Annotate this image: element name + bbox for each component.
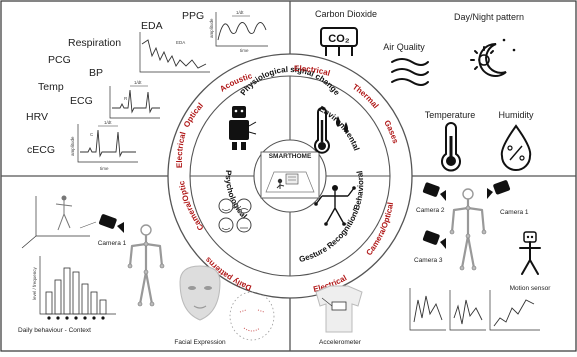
- video-camera-icon: [422, 182, 446, 201]
- label-temperature: Temperature: [425, 110, 476, 120]
- svg-text:amplitude: amplitude: [209, 18, 214, 38]
- cecg-waveform: 1/dt C time amplitude: [70, 120, 138, 171]
- thermometer-icon: [314, 107, 330, 154]
- signal-label-bp: BP: [89, 67, 103, 79]
- stick-figure-icon: [127, 224, 165, 307]
- water-drop-icon: [500, 124, 532, 171]
- eda-waveform: EDA: [139, 32, 210, 73]
- label-accelerometer: Accelerometer: [319, 339, 362, 346]
- behavioral-panel: Camera 2 Camera 1 Camera 3: [315, 180, 552, 346]
- signal-label-ecg: ECG: [70, 95, 93, 107]
- accelerometer-shirt-icon: [315, 285, 363, 333]
- signal-label-temp: Temp: [38, 81, 64, 93]
- face-landmarks-icon: [229, 291, 275, 341]
- svg-text:level / frequency: level / frequency: [32, 266, 37, 300]
- svg-text:1/dt: 1/dt: [134, 80, 142, 85]
- signal-label-cecg: cECG: [27, 144, 55, 156]
- emotion-face-icon: [218, 198, 252, 233]
- svg-text:amplitude: amplitude: [70, 136, 75, 156]
- label-motion-sensor: Motion sensor: [510, 285, 552, 292]
- label-camera-2: Camera 2: [416, 207, 445, 214]
- signal-label-eda: EDA: [141, 20, 163, 32]
- label-day-night: Day/Night pattern: [454, 12, 524, 22]
- label-facial-expression: Facial Expression: [174, 339, 226, 346]
- daily-behaviour-chart: level / frequency: [32, 256, 116, 320]
- svg-text:1/dt: 1/dt: [236, 10, 244, 15]
- signal-label-pcg: PCG: [48, 54, 71, 66]
- drops-icon: [336, 116, 348, 133]
- svg-text:time: time: [240, 48, 249, 53]
- motion-capture-plot: [21, 195, 97, 249]
- signal-label-ppg: PPG: [182, 10, 204, 22]
- label-air-quality: Air Quality: [383, 42, 425, 52]
- label-carbon-dioxide: Carbon Dioxide: [315, 9, 377, 19]
- ecg-waveform: 1/dt R: [109, 80, 160, 119]
- ppg-waveform: 1/dt time amplitude: [209, 10, 268, 53]
- label-camera-3: Camera 3: [414, 257, 443, 264]
- acceleration-plots: [409, 288, 540, 331]
- label-camera-1-bl: Camera 1: [98, 240, 127, 247]
- label-daily-behaviour: Daily behaviour - Context: [18, 327, 91, 334]
- co2-cloud-icon: CO₂: [320, 27, 358, 56]
- signal-label-respiration: Respiration: [68, 37, 121, 49]
- svg-text:time: time: [100, 166, 109, 171]
- center-title: SMARTHOME: [269, 153, 312, 160]
- signal-label-hrv: HRV: [26, 111, 48, 123]
- sun-moon-icon: [470, 38, 516, 77]
- psychological-panel: Camera 1 level / frequency: [18, 195, 275, 346]
- smarthome-center: SMARTHOME: [260, 151, 320, 199]
- robot-icon: [229, 106, 257, 150]
- svg-text:C: C: [90, 132, 94, 137]
- label-humidity: Humidity: [498, 110, 534, 120]
- thermometer-icon: [441, 122, 461, 172]
- svg-text:EDA: EDA: [176, 40, 185, 45]
- video-camera-icon: [487, 180, 511, 199]
- label-camera-1-br: Camera 1: [500, 209, 529, 216]
- stick-figure-icon: [449, 188, 487, 271]
- svg-text:R: R: [124, 96, 128, 101]
- svg-text:CO₂: CO₂: [328, 33, 350, 45]
- motion-sensor-icon: [519, 231, 541, 275]
- video-camera-icon: [422, 230, 446, 249]
- physiological-signals-panel: PPG EDA Respiration PCG BP Temp ECG HRV …: [26, 10, 268, 171]
- environmental-panel: Carbon Dioxide CO₂ Air Quality Day/Night…: [315, 9, 534, 172]
- gesture-skeleton-icon: [314, 185, 356, 226]
- svg-text:1/dt: 1/dt: [104, 120, 112, 125]
- air-quality-icon: [391, 58, 429, 86]
- video-camera-icon: [98, 214, 124, 233]
- face-mask-icon: [179, 265, 221, 321]
